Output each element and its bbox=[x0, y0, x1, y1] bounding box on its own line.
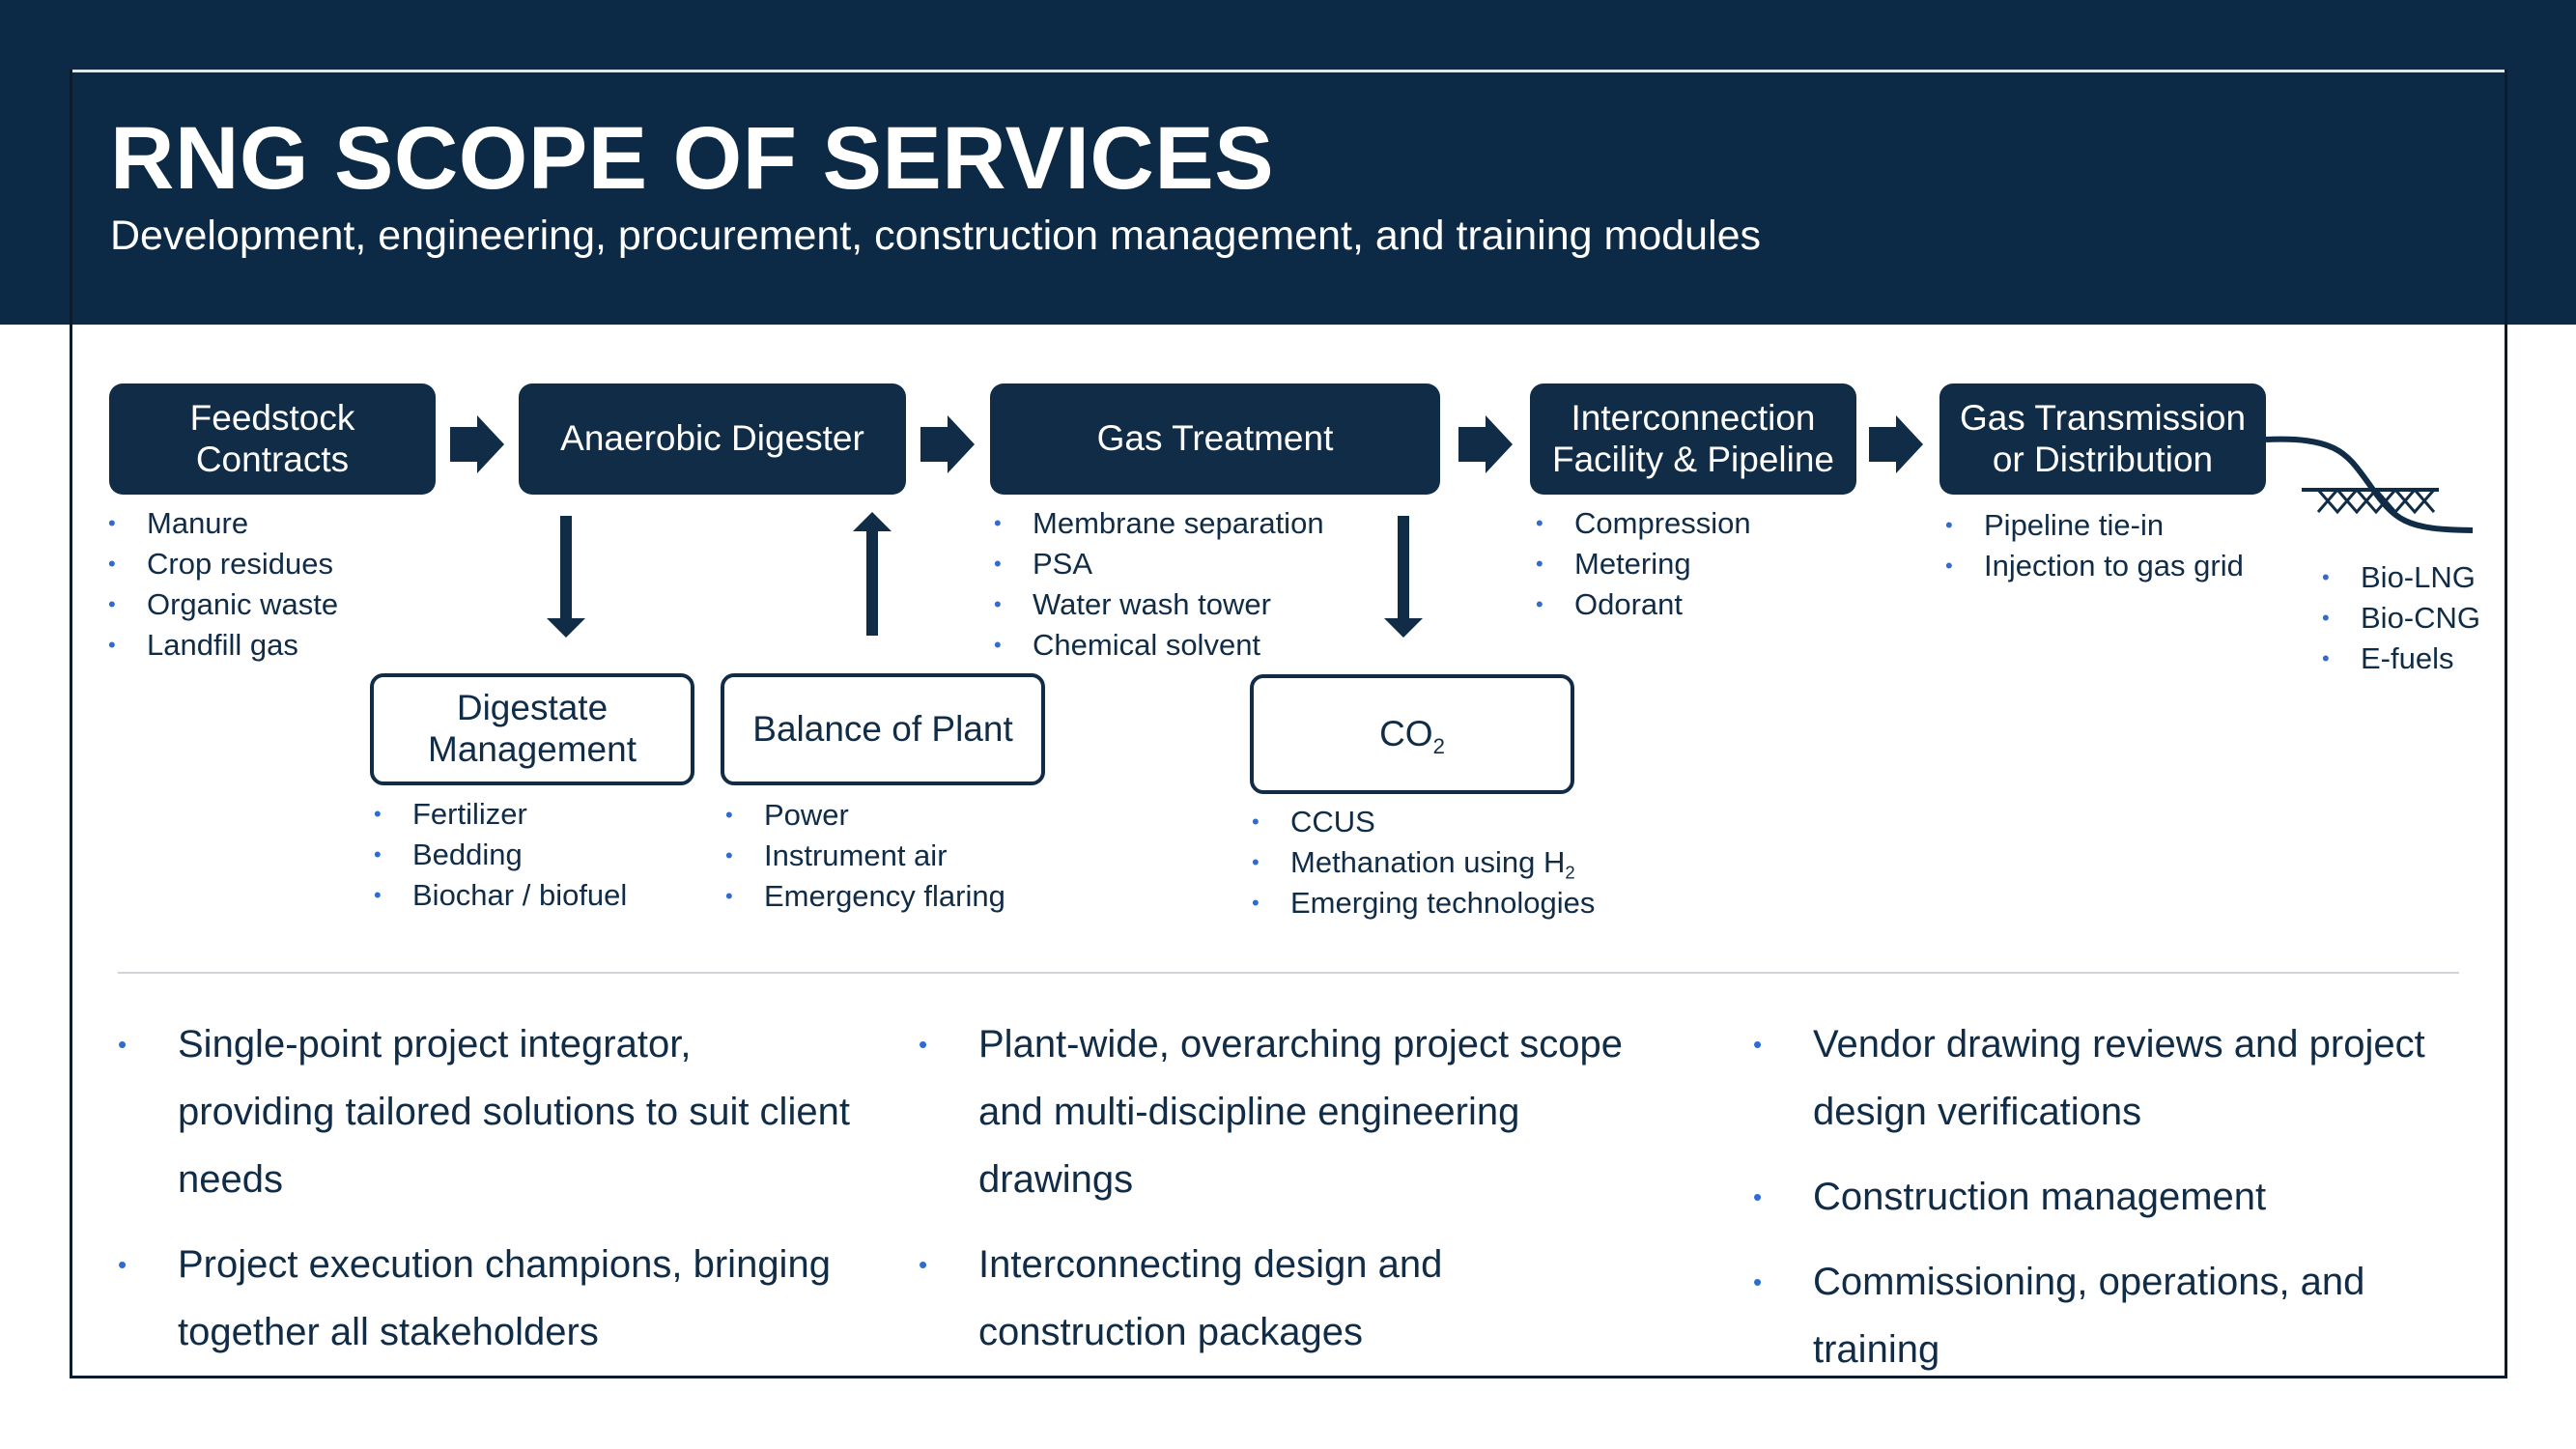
node-gas-transmission: Gas Transmission or Distribution bbox=[1939, 384, 2266, 495]
list-item: •Instrument air bbox=[725, 838, 948, 872]
service-item: •Commissioning, operations, and training bbox=[1753, 1261, 2365, 1371]
co2-label: CO2 bbox=[1379, 713, 1445, 758]
list-item: •CCUS bbox=[1252, 805, 1375, 838]
list-item: •Membrane separation bbox=[994, 506, 1324, 540]
list-item: •Injection to gas grid bbox=[1945, 549, 2244, 582]
list-item: •Landfill gas bbox=[108, 628, 298, 662]
service-item: •Single-point project integrator, provid… bbox=[118, 1023, 850, 1201]
list-item: •Compression bbox=[1536, 506, 1751, 540]
list-item: •Odorant bbox=[1536, 587, 1684, 621]
node-digestate-management: Digestate Management bbox=[370, 673, 694, 785]
services-column-2: •Plant-wide, overarching project scope a… bbox=[919, 1010, 1633, 1383]
service-item: •Interconnecting design and construction… bbox=[919, 1243, 1443, 1353]
list-item: •Organic waste bbox=[108, 587, 339, 621]
node-anaerobic-digester: Anaerobic Digester bbox=[519, 384, 906, 495]
list-item: •Pipeline tie-in bbox=[1945, 508, 2165, 542]
node-interconnection: Interconnection Facility & Pipeline bbox=[1530, 384, 1856, 495]
page-title: RNG SCOPE OF SERVICES bbox=[110, 109, 1275, 208]
list-item: •Manure bbox=[108, 506, 249, 540]
list-item: •Bio-CNG bbox=[2322, 601, 2481, 635]
list-item: •Water wash tower bbox=[994, 587, 1271, 621]
node-feedstock-contracts: Feedstock Contracts bbox=[109, 384, 436, 495]
list-item: •Emergency flaring bbox=[725, 879, 1005, 913]
page-subtitle: Development, engineering, procurement, c… bbox=[110, 213, 1762, 259]
section-divider bbox=[118, 972, 2459, 974]
node-co2: CO2 bbox=[1250, 674, 1574, 794]
list-item: •Chemical solvent bbox=[994, 628, 1261, 662]
bop-list: •Power •Instrument air •Emergency flarin… bbox=[725, 795, 1005, 917]
list-item: •Power bbox=[725, 798, 849, 832]
frame-top-line bbox=[72, 70, 2505, 72]
treatment-list: •Membrane separation •PSA •Water wash to… bbox=[994, 503, 1324, 666]
list-item: •Methanation using H2 bbox=[1252, 845, 1575, 883]
end-products-list: •Bio-LNG •Bio-CNG •E-fuels bbox=[2322, 557, 2480, 679]
list-item: •Bedding bbox=[374, 838, 523, 871]
list-item: •Emerging technologies bbox=[1252, 886, 1596, 920]
list-item: •Fertilizer bbox=[374, 797, 527, 831]
list-item: •Crop residues bbox=[108, 547, 333, 581]
service-item: •Plant-wide, overarching project scope a… bbox=[919, 1023, 1624, 1201]
feedstock-list: •Manure •Crop residues •Organic waste •L… bbox=[108, 503, 338, 666]
digestate-list: •Fertilizer •Bedding •Biochar / biofuel bbox=[374, 794, 627, 916]
node-balance-of-plant: Balance of Plant bbox=[721, 673, 1045, 785]
service-item: •Project execution champions, bringing t… bbox=[118, 1243, 831, 1353]
services-column-1: •Single-point project integrator, provid… bbox=[118, 1010, 852, 1383]
services-column-3: •Vendor drawing reviews and project desi… bbox=[1753, 1010, 2468, 1401]
list-item: •PSA bbox=[994, 547, 1093, 581]
node-gas-treatment: Gas Treatment bbox=[990, 384, 1440, 495]
list-item: •Biochar / biofuel bbox=[374, 878, 628, 912]
service-item: •Construction management bbox=[1753, 1176, 2267, 1218]
header-band bbox=[0, 0, 2576, 325]
list-item: •Metering bbox=[1536, 547, 1691, 581]
service-item: •Vendor drawing reviews and project desi… bbox=[1753, 1023, 2425, 1133]
co2-list: •CCUS •Methanation using H2 •Emerging te… bbox=[1252, 802, 1595, 923]
list-item: •E-fuels bbox=[2322, 641, 2454, 675]
list-item: •Bio-LNG bbox=[2322, 560, 2476, 594]
transmission-list: •Pipeline tie-in •Injection to gas grid bbox=[1945, 505, 2244, 586]
interconnection-list: •Compression •Metering •Odorant bbox=[1536, 503, 1751, 625]
